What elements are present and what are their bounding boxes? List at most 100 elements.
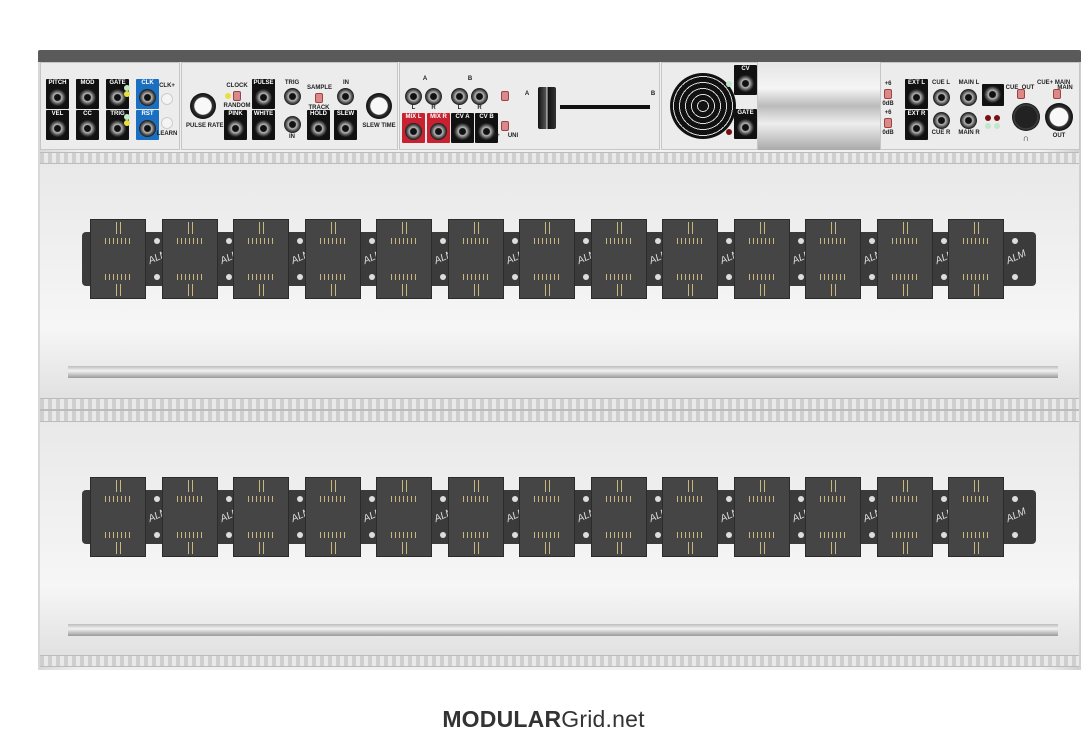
rail <box>40 410 1079 422</box>
cv-a-jack[interactable] <box>454 123 471 140</box>
connector-key <box>616 542 622 554</box>
connector-pins <box>462 274 491 280</box>
pink-jack[interactable] <box>227 120 244 137</box>
main-label: MAIN <box>1057 85 1073 91</box>
busboard-connector <box>161 477 218 557</box>
out-switch-label: OUT <box>1021 85 1035 91</box>
a-l-jack[interactable] <box>405 88 422 105</box>
busboard-connector <box>447 219 504 299</box>
group-b-label: B <box>467 76 473 82</box>
connector-pins <box>677 496 705 502</box>
gate-jack[interactable] <box>737 119 754 136</box>
connector-key <box>330 480 336 492</box>
connector-key <box>116 284 121 296</box>
mod-jack[interactable] <box>79 89 96 106</box>
mount-hole <box>726 238 732 244</box>
busboard-connector <box>304 219 361 299</box>
connector-key <box>759 480 765 492</box>
headphone-knob[interactable] <box>1012 103 1040 131</box>
mix-l-jack[interactable] <box>405 123 422 140</box>
connector-pins <box>534 238 562 244</box>
busboard-connector <box>519 219 575 299</box>
gain-switch-1[interactable] <box>884 89 892 99</box>
slew-time-knob[interactable] <box>366 93 392 119</box>
turntable-platter[interactable] <box>670 73 736 139</box>
pitch-label: PITCH <box>48 80 67 86</box>
white-label: WHITE <box>253 111 274 117</box>
connector-pins <box>391 532 419 538</box>
connector-pins <box>176 274 205 280</box>
uni-switch[interactable] <box>501 121 509 131</box>
clk-jack[interactable] <box>139 89 156 106</box>
cv-jack[interactable] <box>737 75 754 92</box>
clk-plus-button[interactable] <box>161 93 173 105</box>
cc-jack[interactable] <box>79 120 96 137</box>
gate-jack[interactable] <box>109 89 126 106</box>
headphone-jack[interactable] <box>984 86 1001 103</box>
pitch-jack[interactable] <box>49 89 66 106</box>
rst-jack[interactable] <box>139 120 156 137</box>
connector-pins <box>319 238 348 244</box>
connector-pins <box>248 274 276 280</box>
a-r-jack[interactable] <box>425 88 442 105</box>
led-red <box>726 129 732 135</box>
connector-key <box>259 542 264 554</box>
white-jack[interactable] <box>255 120 272 137</box>
slew-jack[interactable] <box>337 120 354 137</box>
learn-button[interactable] <box>161 117 173 129</box>
connector-key <box>902 284 908 296</box>
pulse-rate-knob[interactable] <box>190 93 216 119</box>
headphone-icon: ∩ <box>1022 133 1030 143</box>
in-label: IN <box>289 134 295 140</box>
pulse-jack[interactable] <box>255 89 272 106</box>
crossfader-handle[interactable] <box>538 87 556 129</box>
mount-hole <box>511 274 518 280</box>
b-r-jack[interactable] <box>471 88 488 105</box>
sample-track-switch[interactable] <box>315 93 323 103</box>
led-yellow <box>225 93 231 99</box>
trig-jack[interactable] <box>284 88 301 105</box>
connector-pins <box>534 532 562 538</box>
cue-out-switch[interactable] <box>1017 89 1025 99</box>
gain-switch-2[interactable] <box>884 118 892 128</box>
hold-jack[interactable] <box>310 120 327 137</box>
led-red <box>985 115 991 121</box>
main-switch[interactable] <box>1053 89 1061 99</box>
led-yellow <box>124 120 130 126</box>
main-r-jack[interactable] <box>960 112 977 129</box>
cue-l-jack[interactable] <box>933 89 950 106</box>
vel-jack[interactable] <box>49 120 66 137</box>
in2-jack[interactable] <box>337 88 354 105</box>
b-l-jack[interactable] <box>451 88 468 105</box>
mount-hole <box>654 238 661 244</box>
clock-label: CLOCK <box>226 83 248 89</box>
range-switch[interactable] <box>501 91 509 101</box>
in-jack[interactable] <box>284 116 301 133</box>
busboard-connector <box>590 219 647 299</box>
mount-hole <box>726 532 732 538</box>
out-knob[interactable] <box>1045 103 1073 131</box>
random-label: RANDOM <box>223 103 251 109</box>
cue-r-jack[interactable] <box>933 112 950 129</box>
trig-jack[interactable] <box>109 120 126 137</box>
main-l-jack[interactable] <box>960 89 977 106</box>
mount-hole <box>297 238 303 244</box>
busboard-connector <box>90 219 146 299</box>
clock-random-switch[interactable] <box>233 91 241 101</box>
slew-time-label: SLEW TIME <box>362 123 396 129</box>
connector-key <box>187 542 193 554</box>
cv-b-jack[interactable] <box>478 123 495 140</box>
connector-key <box>831 480 836 492</box>
gate-label: GATE <box>109 80 126 86</box>
ext-r-jack[interactable] <box>908 120 925 137</box>
mount-hole <box>440 532 446 538</box>
connector-pins <box>963 238 991 244</box>
busboard-connector <box>876 477 933 557</box>
ext-l-jack[interactable] <box>908 89 925 106</box>
connector-key <box>116 542 121 554</box>
mix-r-jack[interactable] <box>430 123 447 140</box>
connector-pins <box>391 496 419 502</box>
mount-hole <box>511 496 518 502</box>
